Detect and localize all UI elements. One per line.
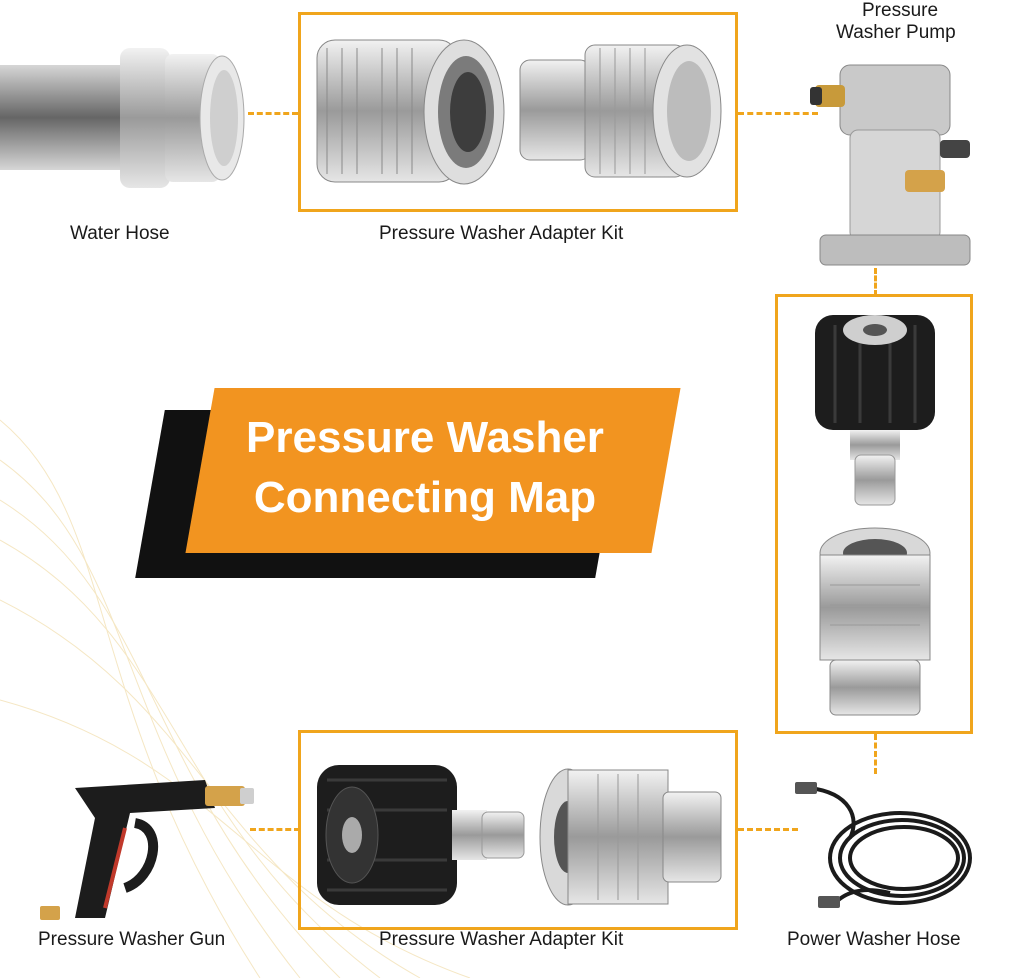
adapter-kit-frame-bottom <box>298 730 738 930</box>
m22-coupler-bottom-image <box>317 765 525 905</box>
connector-line <box>248 112 298 115</box>
adapter-kit-bottom-label: Pressure Washer Adapter Kit <box>379 929 624 950</box>
gun-label: Pressure Washer Gun <box>38 929 226 950</box>
m22-coupler-image <box>815 315 935 506</box>
pump-label-line1: Pressure <box>862 0 939 21</box>
garden-hose-adapter-image <box>519 44 722 178</box>
water-hose-label: Water Hose <box>70 223 170 244</box>
connector-line <box>738 828 798 831</box>
adapter-kit-frame-right <box>775 294 973 734</box>
pump-image <box>810 64 971 266</box>
water-hose-image <box>0 48 245 188</box>
pump-label-line2: Washer Pump <box>836 22 956 43</box>
diagram-title: Pressure Washer Connecting Map <box>190 408 660 528</box>
power-hose-label: Power Washer Hose <box>787 929 961 950</box>
quick-connect-coupler-image <box>316 39 505 185</box>
quick-connect-socket-bottom-image <box>539 768 722 906</box>
title-line2: Connecting Map <box>253 473 597 522</box>
adapter-kit-top-label: Pressure Washer Adapter Kit <box>379 223 624 244</box>
connector-line <box>874 734 877 774</box>
connector-line <box>874 268 877 296</box>
connector-line <box>738 112 818 115</box>
quick-connect-socket-image <box>819 527 931 716</box>
adapter-kit-frame-top <box>298 12 738 212</box>
spray-gun-image <box>40 780 254 920</box>
power-hose-image <box>795 782 972 908</box>
title-line1: Pressure Washer <box>246 413 604 462</box>
connector-line <box>250 828 300 831</box>
